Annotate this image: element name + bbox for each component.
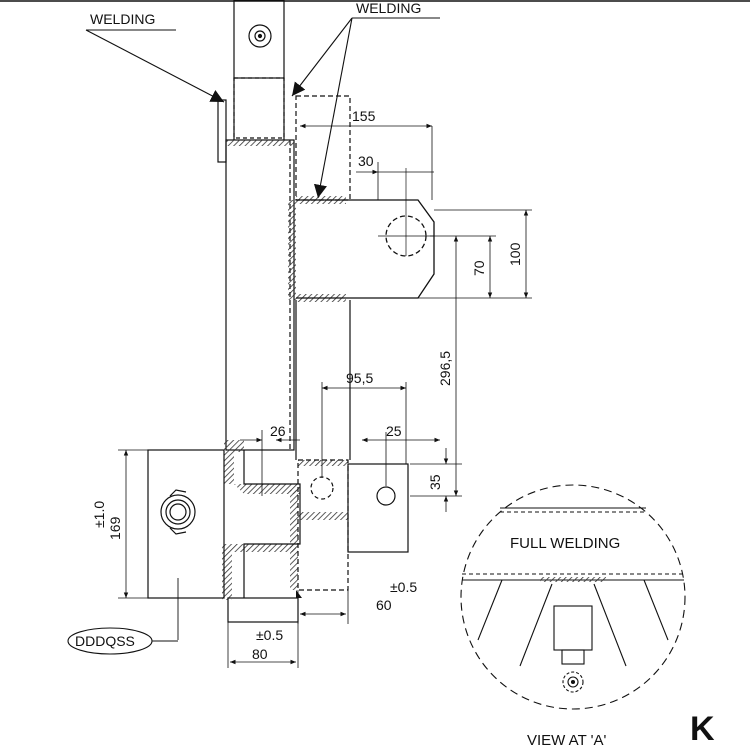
- dim-95-5: 95,5: [346, 370, 373, 386]
- weld-hatches: [222, 140, 348, 600]
- welding-leaders: [85, 17, 440, 199]
- dim-80: 80: [252, 646, 268, 662]
- dimension-lines: [118, 123, 532, 668]
- dim-169: 169: [107, 516, 123, 540]
- welding-label-left: WELDING: [90, 11, 155, 27]
- dim-30: 30: [358, 153, 374, 169]
- main-tube: [225, 139, 295, 451]
- watermark-logo: K: [690, 710, 715, 748]
- dim-155: 155: [352, 108, 376, 124]
- tol-80: ±0.5: [256, 627, 283, 643]
- dim-35: 35: [427, 474, 443, 490]
- grease-fitting: [160, 489, 196, 535]
- welding-label-top: WELDING: [356, 0, 421, 16]
- mid-plate: [296, 168, 435, 299]
- dim-26: 26: [270, 423, 286, 439]
- detail-view: [460, 484, 686, 710]
- view-caption: VIEW AT 'A': [527, 732, 606, 749]
- tol-169: ±1.0: [91, 501, 107, 528]
- tol-60: ±0.5: [390, 579, 417, 595]
- full-welding-label: FULL WELDING: [510, 535, 620, 552]
- top-bracket: [217, 0, 285, 163]
- dim-100: 100: [507, 242, 523, 266]
- part-code-label: DDDQSS: [75, 633, 135, 649]
- dim-25: 25: [386, 423, 402, 439]
- dim-296-5: 296,5: [437, 351, 453, 386]
- dim-60: 60: [376, 597, 392, 613]
- part-code-callout: [67, 627, 178, 655]
- dim-70: 70: [471, 260, 487, 276]
